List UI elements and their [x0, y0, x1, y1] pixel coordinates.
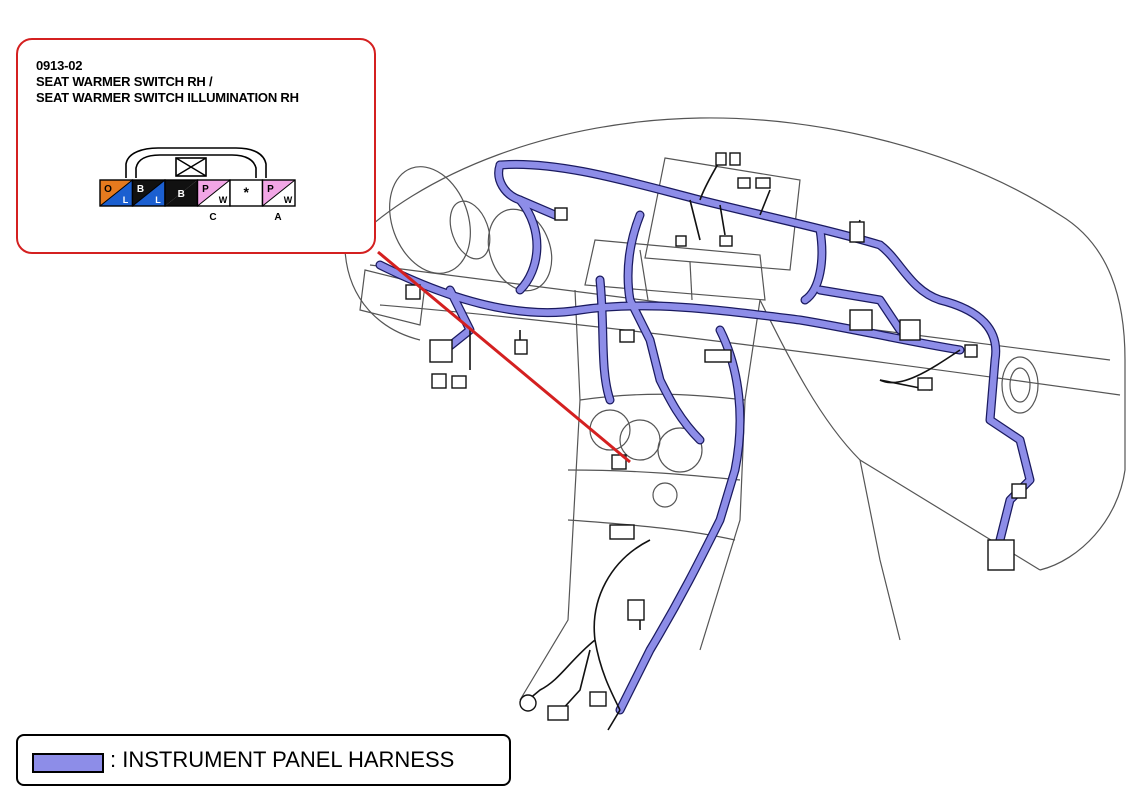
connector-pin: B — [164, 179, 199, 207]
connector-pin: PW — [196, 179, 231, 207]
legend-swatch — [32, 753, 104, 773]
connector-pin: * — [229, 179, 264, 207]
connector-pin: PW — [261, 179, 296, 207]
pin-color-bottom: W — [284, 195, 293, 205]
connector-hood-inner — [135, 154, 257, 178]
pin-color-bottom: L — [123, 195, 129, 205]
connector-name-line2: SEAT WARMER SWITCH ILLUMINATION RH — [36, 90, 299, 105]
pin-color-top: B — [137, 184, 144, 195]
pin-color-top: O — [104, 184, 112, 195]
pin-label-a: A — [274, 212, 281, 223]
instrument-panel-harness — [375, 159, 1035, 715]
pin-color-bottom: W — [219, 195, 228, 205]
pin-color-top: P — [202, 184, 209, 195]
connector-pin: OL — [99, 179, 134, 207]
pin-color-top: B — [178, 189, 185, 200]
callout-title-block: 0913-02 SEAT WARMER SWITCH RH / SEAT WAR… — [36, 58, 299, 106]
harness-connectors — [405, 152, 1027, 721]
pin-color-top: P — [267, 184, 274, 195]
dashboard-outline — [344, 117, 1126, 701]
legend: : INSTRUMENT PANEL HARNESS — [16, 734, 511, 786]
connector-callout: 0913-02 SEAT WARMER SWITCH RH / SEAT WAR… — [16, 38, 376, 254]
legend-label: : INSTRUMENT PANEL HARNESS — [110, 747, 455, 772]
pin-label-c: C — [209, 212, 216, 223]
connector-pin: BL — [131, 179, 166, 207]
callout-leader-line — [377, 250, 631, 464]
instrument-panel-harness-fill — [376, 161, 1034, 714]
connector-code: 0913-02 — [36, 58, 83, 73]
pin-color-bottom: L — [155, 195, 161, 205]
connector-hood — [125, 147, 267, 178]
connector-name-line1: SEAT WARMER SWITCH RH / — [36, 74, 213, 89]
pin-color-top: * — [244, 184, 250, 200]
